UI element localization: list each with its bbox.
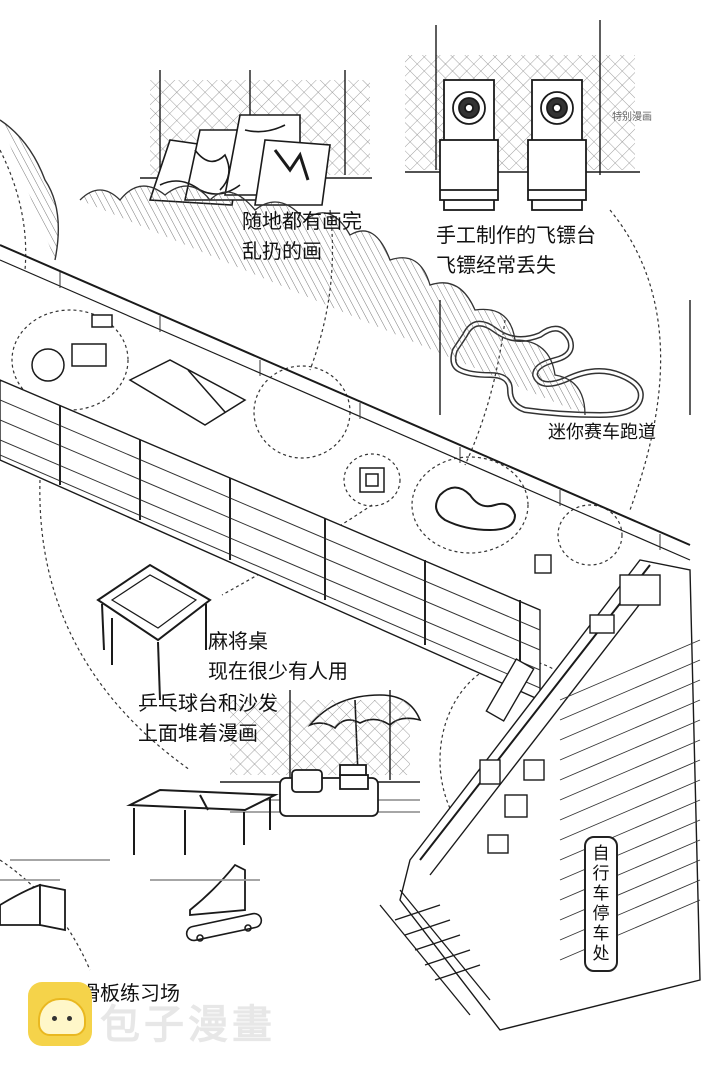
pingpong-tables [126,788,279,855]
roof-pingpong-table [31,314,247,426]
label-paintings: 随地都有画完 乱扔的画 [242,209,362,263]
bun-face [38,998,86,1036]
bun-mascot-icon [28,982,92,1046]
credit-text: 特别漫画 [612,112,652,123]
roof-race-track [435,486,517,532]
label-bicycle-parking: 自 行 车 停 车 处 [584,836,618,972]
label-darts: 手工制作的飞镖台 飞镖经常丢失 [436,223,596,277]
label-pingpong: 乒乓球台和沙发 上面堆着漫画 [138,691,278,745]
roof-mahjong-table [359,467,385,493]
dartboard-left [439,79,499,211]
label-skate-park: 滑板练习场 [80,981,180,1005]
side-building [379,554,701,1031]
sofa [279,764,379,817]
watermark-brand: 包子漫畫 [100,1002,276,1048]
label-race-track: 迷你赛车跑道 [548,422,656,443]
bun-eye-right [67,1016,72,1021]
label-mahjong: 麻将桌 现在很少有人用 [208,629,348,683]
dartboard-right [527,79,587,211]
mahjong-table [96,563,212,701]
skate-ramps [0,859,260,932]
paintings-stack [148,114,331,206]
skateboard [185,912,263,942]
bun-eye-left [52,1016,57,1021]
